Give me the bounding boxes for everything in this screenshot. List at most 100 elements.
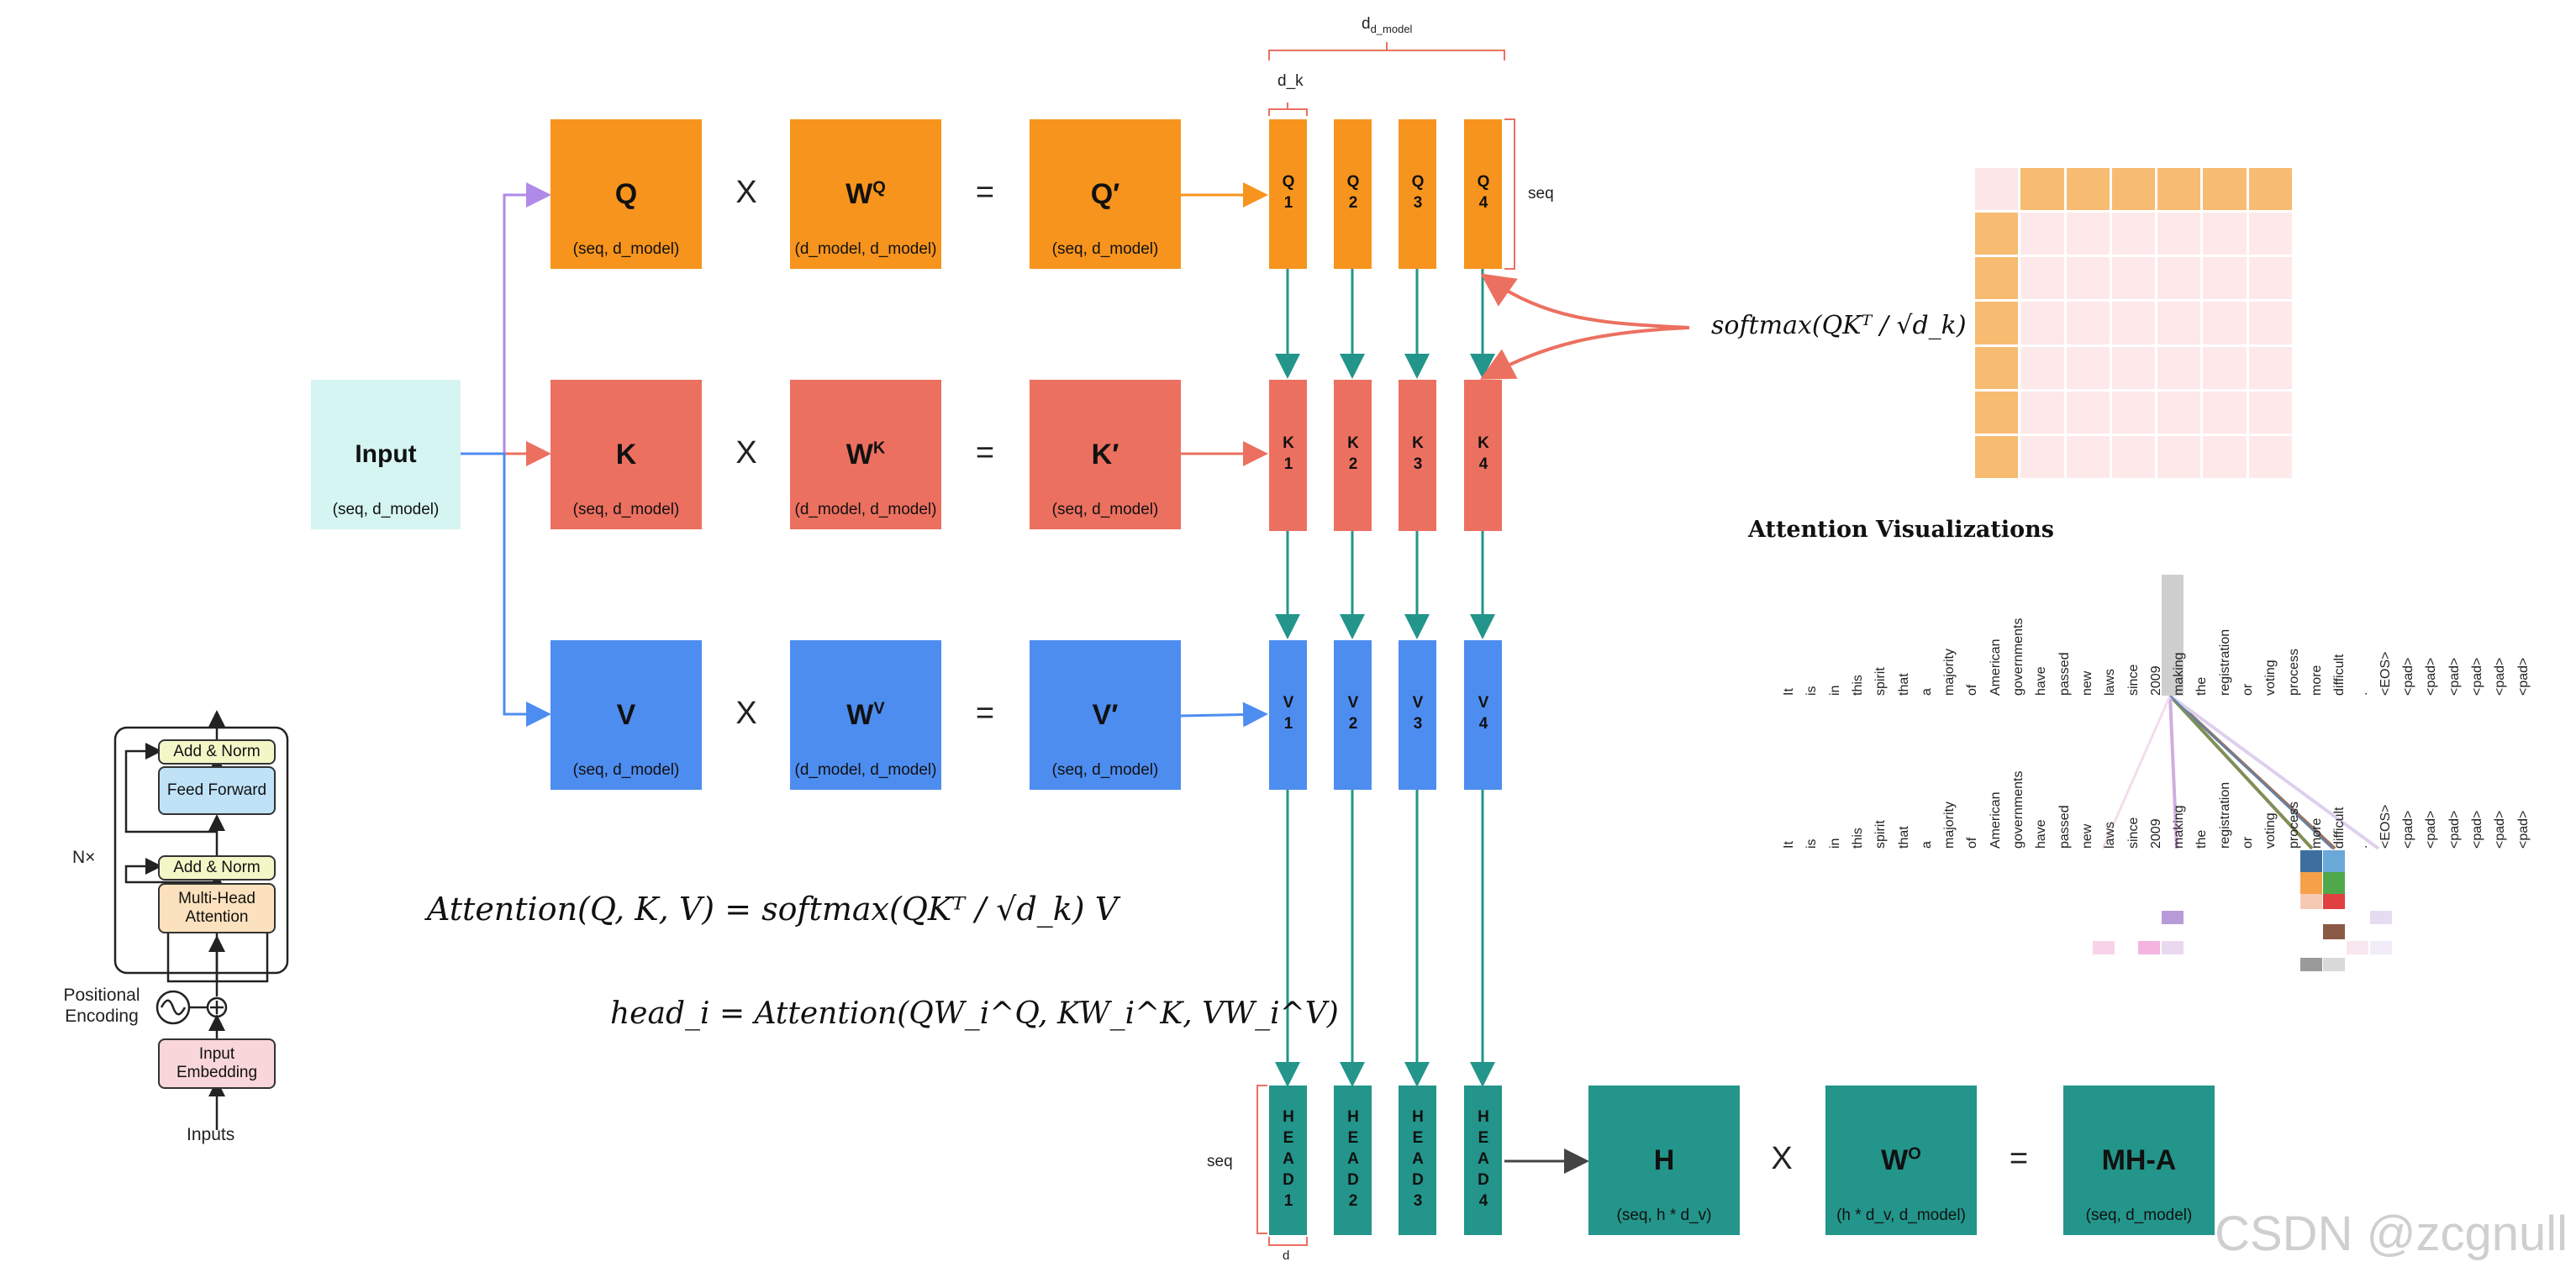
q-head-3: Q3 bbox=[1399, 119, 1436, 269]
wq-box: WQ (d_model, d_model) bbox=[790, 119, 941, 269]
matrix-cell bbox=[2157, 346, 2201, 389]
matrix-cell bbox=[2020, 168, 2064, 211]
matrix-cell bbox=[2248, 302, 2292, 344]
times-k: X bbox=[735, 435, 757, 471]
head-2: HEAD2 bbox=[1334, 1086, 1372, 1235]
q-box: Q (seq, d_model) bbox=[550, 119, 702, 269]
hm-cell bbox=[2162, 941, 2184, 954]
wk-label: W bbox=[845, 439, 873, 471]
matrix-cell bbox=[2203, 435, 2247, 478]
k-shape: (seq, d_model) bbox=[572, 501, 680, 518]
d-label-heads: d bbox=[1283, 1249, 1290, 1263]
input-shape: (seq, d_model) bbox=[332, 501, 440, 518]
token-label: in bbox=[1827, 685, 1842, 696]
token-label: voting bbox=[2263, 812, 2278, 849]
equals-bottom: = bbox=[2009, 1141, 2029, 1176]
matrix-cell bbox=[1975, 346, 2019, 389]
matrix-cell bbox=[1975, 168, 2019, 211]
token-label: that bbox=[1896, 826, 1911, 849]
matrix-cell bbox=[2066, 257, 2110, 300]
kprime-label: K′ bbox=[1091, 439, 1119, 471]
equals-q: = bbox=[975, 175, 995, 210]
matrix-cell bbox=[1975, 257, 2019, 300]
wv-sup: V bbox=[873, 699, 885, 718]
positional-encoding: Positional Encoding bbox=[63, 986, 140, 1027]
matrix-grid bbox=[1975, 168, 2294, 481]
attention-lines bbox=[2101, 694, 2380, 850]
token-label: It bbox=[1782, 688, 1796, 696]
token-label: . bbox=[2355, 691, 2370, 696]
matrix-cell bbox=[2111, 391, 2156, 434]
matrix-cell bbox=[2157, 213, 2201, 255]
head-4: HEAD4 bbox=[1464, 1086, 1502, 1235]
matrix-cell bbox=[2203, 346, 2247, 389]
token-label: that bbox=[1896, 673, 1911, 696]
token-label: governments bbox=[2011, 618, 2026, 697]
hm-cell bbox=[2323, 872, 2345, 894]
matrix-cell bbox=[2157, 168, 2201, 211]
transformer-lines bbox=[113, 710, 289, 1130]
h-label: H bbox=[1653, 1144, 1675, 1176]
inputs-label: Inputs bbox=[187, 1125, 235, 1144]
token-label: <pad> bbox=[2493, 657, 2508, 696]
token-label: <EOS> bbox=[2378, 651, 2393, 696]
softmax-formula: softmax(QKᵀ / √d_k) = bbox=[1711, 311, 1996, 340]
vprime-box: V′ (seq, d_model) bbox=[1030, 640, 1181, 790]
hm-cell bbox=[2347, 941, 2368, 954]
times-v: X bbox=[735, 696, 757, 731]
matrix-cell bbox=[2020, 213, 2064, 255]
token-label: the bbox=[2194, 676, 2210, 696]
token-label: <pad> bbox=[2447, 810, 2462, 849]
wv-label: W bbox=[846, 699, 874, 731]
hm-cell bbox=[2162, 911, 2184, 924]
matrix-cell bbox=[2066, 168, 2110, 211]
token-label: governments bbox=[2011, 770, 2026, 849]
v-head-3: V3 bbox=[1399, 640, 1436, 790]
matrix-cell bbox=[2157, 435, 2201, 478]
attention-vis-title: Attention Visualizations bbox=[1748, 517, 2054, 543]
qprime-box: Q′ (seq, d_model) bbox=[1030, 119, 1181, 269]
seq-label-heads: seq bbox=[1207, 1153, 1233, 1170]
token-label: <pad> bbox=[2447, 657, 2462, 696]
token-label: or bbox=[2241, 683, 2255, 696]
matrix-cell bbox=[2020, 302, 2064, 344]
matrix-cell bbox=[2248, 391, 2292, 434]
q-head-2: Q2 bbox=[1334, 119, 1372, 269]
dk-label: d_k bbox=[1277, 72, 1304, 90]
qprime-shape: (seq, d_model) bbox=[1051, 240, 1159, 258]
matrix-cell bbox=[2066, 213, 2110, 255]
matrix-cell bbox=[2111, 435, 2156, 478]
v-box: V (seq, d_model) bbox=[550, 640, 702, 790]
matrix-cell bbox=[2066, 346, 2110, 389]
wo-shape: (h * d_v, d_model) bbox=[1836, 1207, 1966, 1224]
token-label: of bbox=[1965, 684, 1980, 696]
hm-cell bbox=[2323, 924, 2345, 939]
token-label: <pad> bbox=[2470, 810, 2484, 849]
wv-shape: (d_model, d_model) bbox=[794, 761, 937, 779]
times-bottom: X bbox=[1771, 1141, 1793, 1176]
token-label: or bbox=[2241, 836, 2255, 849]
arrow-input-to-v bbox=[461, 452, 551, 727]
k-head-2: K2 bbox=[1334, 380, 1372, 531]
token-label: making bbox=[2172, 805, 2187, 849]
token-label: new bbox=[2079, 670, 2094, 696]
hm-cell bbox=[2323, 958, 2345, 971]
token-label: majority bbox=[1942, 648, 1957, 696]
hm-cell bbox=[2370, 941, 2392, 954]
token-label: . bbox=[2355, 844, 2370, 849]
token-label: laws bbox=[2103, 668, 2118, 696]
softmax-matrix bbox=[1975, 168, 2294, 481]
wo-label: W bbox=[1881, 1144, 1909, 1176]
input-label: Input bbox=[355, 440, 417, 468]
matrix-cell bbox=[2020, 257, 2064, 300]
matrix-cell bbox=[2066, 302, 2110, 344]
matrix-cell bbox=[2203, 302, 2247, 344]
q-head-1: Q1 bbox=[1269, 119, 1307, 269]
token-label: 2009 bbox=[2148, 665, 2163, 696]
wk-shape: (d_model, d_model) bbox=[794, 501, 937, 518]
wq-label: W bbox=[845, 178, 873, 210]
vprime-shape: (seq, d_model) bbox=[1051, 761, 1159, 779]
token-label: <pad> bbox=[2515, 810, 2531, 849]
matrix-cell bbox=[2157, 302, 2201, 344]
v-head-2: V2 bbox=[1334, 640, 1372, 790]
